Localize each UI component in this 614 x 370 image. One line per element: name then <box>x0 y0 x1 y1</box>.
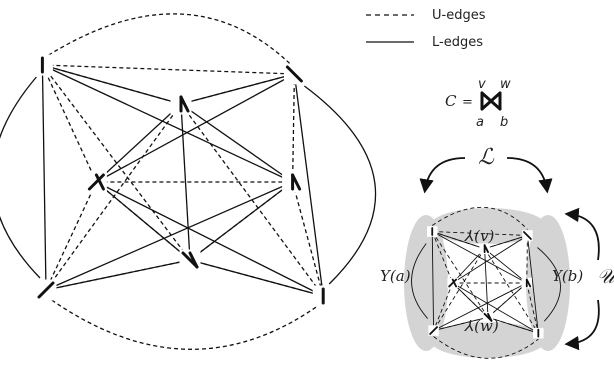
l-edge <box>432 231 485 250</box>
legend: U-edges L-edges <box>366 8 486 50</box>
u-edge <box>433 248 485 331</box>
vertex-mark <box>523 231 532 240</box>
vertex-label-b: b <box>500 115 508 130</box>
u-edge <box>433 336 539 359</box>
l-edge <box>433 316 489 331</box>
l-edge <box>96 73 295 183</box>
l-edge <box>42 64 182 105</box>
l-edge <box>0 76 41 279</box>
component-symbol: C <box>445 92 457 110</box>
upsilon-a-region <box>404 215 448 351</box>
vertex-mark <box>483 244 490 254</box>
vertex-label-w: w <box>500 77 511 92</box>
large-graph <box>0 13 377 350</box>
u-edge <box>526 235 528 284</box>
l-edge <box>95 103 182 183</box>
u-edge <box>526 282 539 334</box>
l-edge <box>45 181 293 291</box>
l-edge <box>431 231 435 331</box>
curved-arrow-icon <box>419 157 466 194</box>
u-edge <box>433 282 454 331</box>
curved-arrow-icon <box>564 207 600 261</box>
vertex-mark <box>37 281 55 299</box>
l-edge <box>537 247 561 322</box>
l-edge <box>484 248 528 284</box>
u-edge <box>291 73 296 183</box>
l-edge <box>526 235 539 334</box>
upsilon-a-label: Υ(a) <box>380 267 411 285</box>
upsilon-b-region <box>526 215 570 351</box>
l-edge <box>484 248 489 318</box>
l-edge <box>293 73 324 297</box>
u-edge <box>41 64 191 261</box>
vertex-mark <box>451 278 458 288</box>
vertex-mark <box>94 173 105 191</box>
u-edge <box>431 206 528 230</box>
lambda-w-region <box>430 322 546 358</box>
vertex-mark <box>188 251 199 269</box>
l-edge <box>304 85 377 285</box>
l-edge <box>452 248 485 284</box>
equals-sign: = <box>462 95 473 110</box>
upsilon-b-label: Υ(b) <box>552 267 583 285</box>
small-graph-highlights <box>404 208 570 358</box>
l-edge <box>189 259 324 297</box>
l-edge <box>41 64 47 291</box>
l-edge <box>484 235 528 250</box>
curved-arrow-icon <box>564 299 600 351</box>
l-edge <box>452 282 489 318</box>
l-edge <box>95 181 191 261</box>
l-edge <box>411 243 428 319</box>
l-edge <box>452 235 528 284</box>
lambda-v-label: ⅄(v) <box>464 227 494 245</box>
vertex-mark <box>179 95 190 113</box>
vertex-label-v: v <box>478 77 486 92</box>
component-definition: C = v w a b <box>445 77 511 130</box>
hourglass-bowtie-icon <box>480 91 502 111</box>
l-edge <box>42 64 293 183</box>
l-edge <box>432 231 527 284</box>
small-graph <box>411 206 561 359</box>
l-operator-label: ℒ <box>478 145 495 170</box>
u-edge <box>45 181 97 291</box>
l-edge <box>452 282 539 334</box>
u-edge <box>432 231 528 236</box>
l-edge <box>180 103 293 183</box>
u-operator-label: 𝒰 <box>597 264 614 288</box>
l-edge <box>433 282 527 331</box>
l-edge <box>180 103 191 261</box>
l-edge <box>45 259 191 291</box>
u-edge <box>291 181 324 297</box>
u-edge <box>42 64 295 75</box>
l-edge <box>96 181 324 297</box>
l-edge <box>487 282 528 318</box>
u-edge <box>431 231 454 284</box>
vertex-mark <box>448 278 458 288</box>
u-edges-label: U-edges <box>432 8 486 23</box>
vertex-mark <box>429 326 439 335</box>
u-edge <box>42 13 295 69</box>
curved-arrow-icon <box>506 157 553 194</box>
lambda-w-label: ⅄(w) <box>464 317 499 335</box>
l-edge <box>180 73 295 105</box>
u-edge <box>45 295 324 350</box>
vertex-mark <box>291 173 302 191</box>
l-edge <box>189 181 293 261</box>
l-edge <box>487 316 539 334</box>
vertex-mark <box>525 278 532 288</box>
u-edge <box>41 64 97 183</box>
vertex-mark <box>487 312 493 322</box>
l-edges-label: L-edges <box>432 35 483 50</box>
vertex-mark <box>87 173 105 191</box>
vertex-mark <box>285 65 303 83</box>
vertex-label-a: a <box>476 115 484 130</box>
